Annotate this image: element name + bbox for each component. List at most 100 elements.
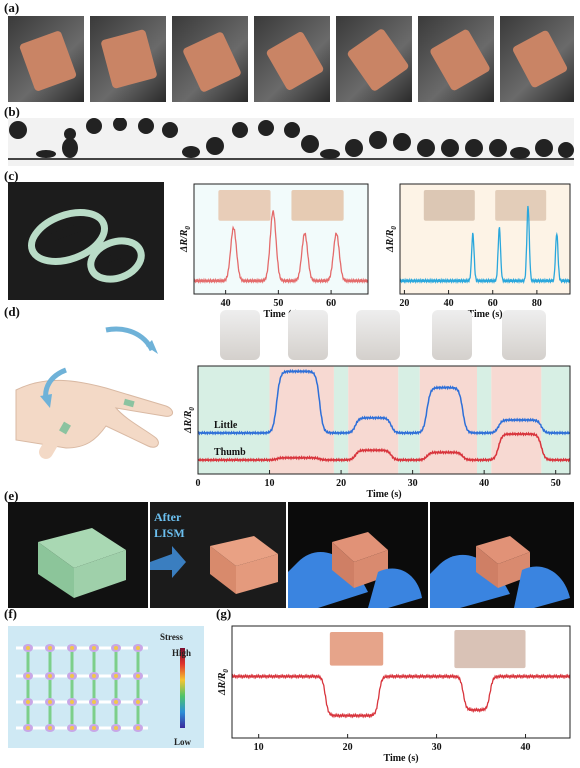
inset-photo-2 [291,190,344,221]
stress-legend-title: Stress [160,632,183,642]
y-axis-label-text: ΔR/R0 [217,669,230,696]
shaded-band-green [398,366,420,474]
y-axis-label: ΔR/R0 [217,669,230,696]
shaded-band-green [333,366,349,474]
shaded-band-pink [348,366,399,474]
x-tick-label: 40 [221,298,231,309]
plot-frame [193,183,369,295]
series-line [231,673,571,719]
x-tick-label: 40 [444,298,454,309]
x-tick-label: 30 [408,478,418,489]
panel-label-a: (a) [4,0,20,15]
panel-a-frame-3 [172,16,248,102]
stress-legend-low: Low [174,737,192,747]
stress-legend-high: High [172,648,192,658]
x-tick-label: 40 [521,742,531,753]
y-axis-label-subscript: 0 [222,669,230,673]
inset-photo-2 [495,190,547,221]
stress-node-core [136,726,140,730]
x-axis-label: Time (s) [467,309,502,320]
copper-lattice-image [150,536,278,594]
panel-a-frame-1 [8,16,84,102]
panel-d-gesture-photos [208,310,576,362]
stress-node-core [92,700,96,704]
x-tick-label: 60 [326,298,336,309]
stress-node-core [114,674,118,678]
glove-squeeze-image-1 [288,532,422,608]
x-tick-label: 20 [336,478,346,489]
stress-node-core [26,646,30,650]
series-label-little: Little [214,420,238,431]
stress-node-core [70,674,74,678]
shaded-band-green [477,366,492,474]
panel-label-d: (d) [4,304,20,319]
stress-node-core [70,700,74,704]
panel-a-frame-2 [90,16,166,102]
panel-label-f: (f) [4,606,17,621]
panel-a-frame-4 [254,16,330,102]
x-tick-label: 40 [479,478,489,489]
stress-node-core [136,700,140,704]
x-tick-label: 50 [273,298,283,309]
stress-node-core [92,726,96,730]
series-line-little [197,368,571,436]
stress-node-core [114,726,118,730]
stress-node-core [70,646,74,650]
stress-node-core [114,646,118,650]
stress-node-core [26,726,30,730]
panel-label-e: (e) [4,488,19,503]
x-axis-label: Time (s) [263,309,298,320]
x-tick-label: 60 [488,298,498,309]
inset-photo-1 [423,190,475,221]
stress-node-core [70,726,74,730]
x-tick-label: 10 [265,478,275,489]
x-tick-label: 20 [343,742,353,753]
after-lism-text-2: LISM [154,526,185,540]
panel-a-frame-7 [500,16,574,102]
panel-a-frame-5 [336,16,412,102]
stress-node-core [136,674,140,678]
shaded-band-pink [419,366,477,474]
panel-a-frame-6 [418,16,494,102]
y-axis-label-subscript: 0 [390,226,398,230]
gesture-photo-5 [502,310,546,360]
inset-photo-1 [329,632,384,666]
after-lism-text-1: After [154,510,182,524]
stress-node-core [48,726,52,730]
stress-node-core [26,700,30,704]
panel-e-green-lattice [8,502,148,608]
x-tick-label: 80 [532,298,542,309]
x-tick-label: 20 [399,298,409,309]
panel-d-hand-illustration [15,326,173,459]
inset-photo-1 [218,190,271,221]
y-axis-label: ΔR/R0 [179,226,192,253]
gesture-photo-1 [220,310,260,360]
y-axis-label-text: ΔR/R0 [385,226,398,253]
shaded-band-green [541,366,570,474]
y-axis-label: ΔR/R0 [385,226,398,253]
panel-label-b: (b) [4,104,20,119]
y-axis-label-subscript: 0 [184,226,192,230]
y-axis-label-text: ΔR/R0 [183,407,196,434]
series-line [399,205,571,285]
series-line [193,210,369,285]
gesture-photo-2 [288,310,328,360]
inset-photo-2 [454,630,526,669]
x-tick-label: 10 [254,742,264,753]
panel-b-droplet-strip [8,118,574,166]
panel-e-glove-photo-1 [288,502,428,608]
plot-frame [197,365,571,475]
gesture-photo-3 [356,310,400,360]
y-axis-label-subscript: 0 [188,407,196,411]
x-axis-label: Time (s) [383,753,418,764]
x-tick-label: 50 [551,478,561,489]
x-tick-label: 0 [196,478,201,489]
x-axis-label: Time (s) [366,489,401,500]
stress-node-core [92,646,96,650]
y-axis-label: ΔR/R0 [183,407,196,434]
panel-label-c: (c) [4,168,19,183]
stress-node-core [48,674,52,678]
